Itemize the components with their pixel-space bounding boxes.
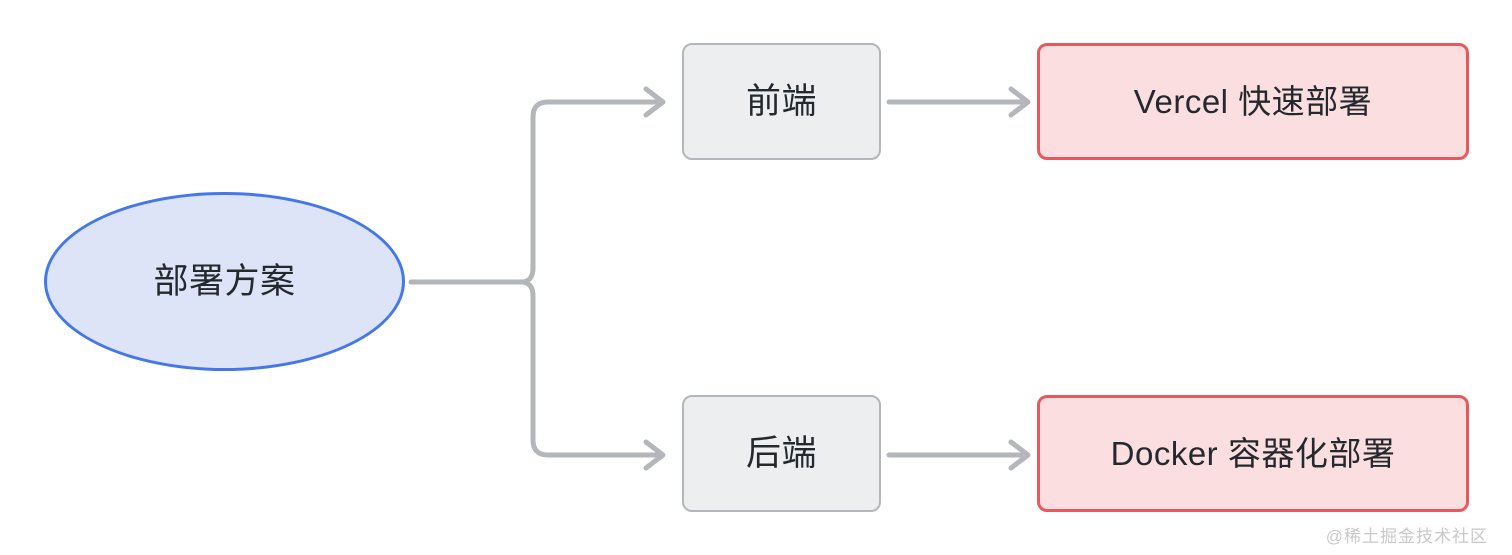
arrowhead-backend-icon [643,439,666,471]
node-frontend[interactable]: 前端 [682,43,881,160]
arrowhead-frontend-icon [643,86,666,118]
arrowhead-docker-icon [1008,439,1031,471]
node-docker-deploy[interactable]: Docker 容器化部署 [1037,395,1469,512]
node-label: Vercel 快速部署 [1133,82,1373,120]
node-start-deployment-plan[interactable]: 部署方案 [44,192,405,371]
node-label: 前端 [745,81,817,121]
edge-start-to-frontend [518,99,661,285]
node-backend[interactable]: 后端 [682,395,881,512]
edge-start-to-backend [518,279,661,458]
node-label: Docker 容器化部署 [1110,434,1396,472]
arrowhead-vercel-icon [1008,86,1031,118]
node-label: 部署方案 [153,261,296,301]
watermark: @稀土掘金技术社区 [1325,527,1488,546]
node-vercel-deploy[interactable]: Vercel 快速部署 [1037,43,1469,160]
node-label: 后端 [745,433,817,473]
